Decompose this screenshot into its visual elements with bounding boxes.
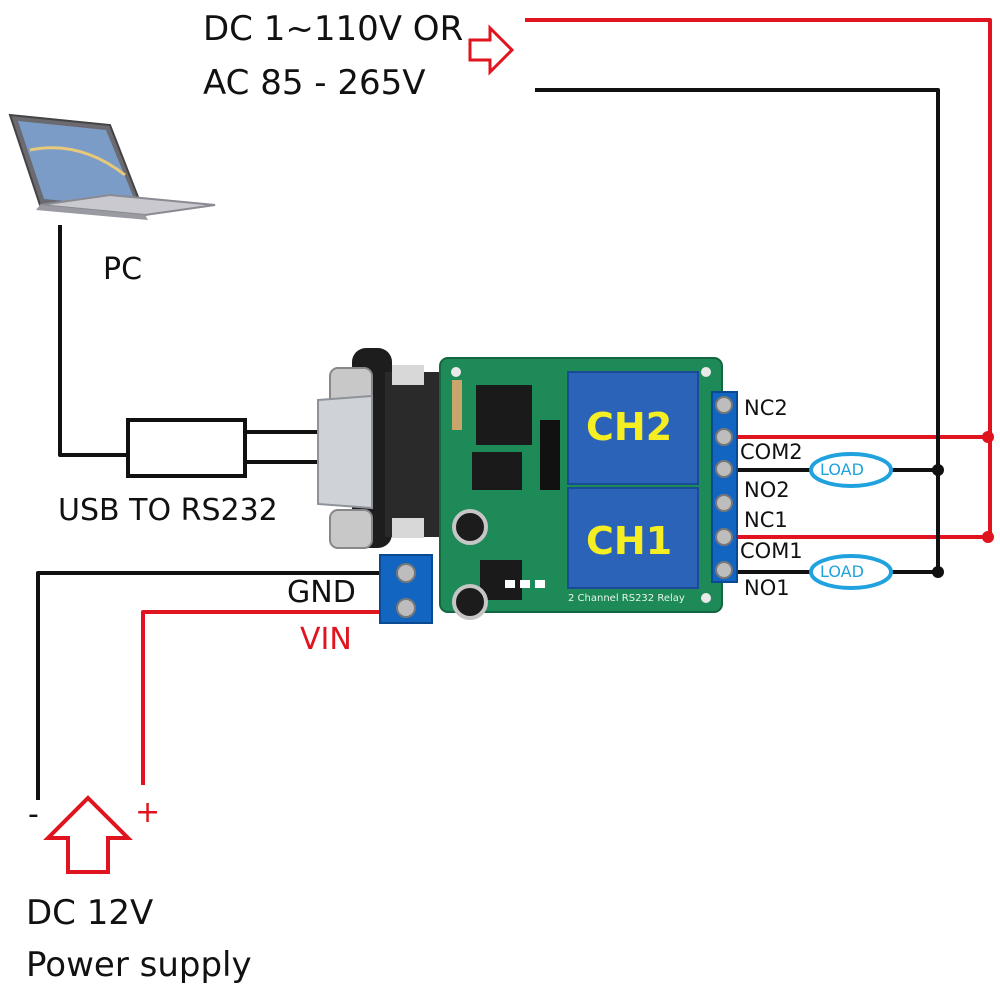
- minus-label: -: [28, 797, 39, 832]
- power-supply-line1: DC 12V: [26, 893, 154, 933]
- wire-vin: [141, 610, 385, 785]
- power-arrow-icon: [43, 795, 133, 874]
- wire-source-red: [525, 18, 992, 539]
- channel-label-ch2: CH2: [586, 405, 673, 449]
- db9-connector: [317, 348, 445, 549]
- usb-adapter-body: [126, 418, 247, 478]
- source-label-line1: DC 1~110V OR: [203, 9, 464, 49]
- source-arrow-icon: [468, 24, 515, 76]
- board-label: 2 Channel RS232 Relay: [568, 593, 685, 604]
- pc-label: PC: [103, 252, 143, 287]
- terminal-nc2: NC2: [744, 396, 788, 420]
- load-ellipse-ch1: [809, 554, 893, 590]
- terminal-com1: COM1: [740, 539, 803, 563]
- usb-adapter-label: USB TO RS232: [58, 493, 278, 528]
- wire-pc-usb: [58, 225, 128, 457]
- vin-label: VIN: [300, 622, 352, 657]
- channel-label-ch1: CH1: [586, 519, 673, 563]
- load-label-ch2: LOAD: [820, 460, 864, 479]
- load-ellipse-ch2: [809, 452, 893, 488]
- laptop-icon: [8, 113, 216, 220]
- plus-label: +: [135, 795, 161, 830]
- load-label-ch1: LOAD: [820, 562, 864, 581]
- terminal-no1: NO1: [744, 576, 790, 600]
- gnd-label: GND: [287, 575, 356, 610]
- relay-board: [379, 357, 738, 624]
- terminal-nc1: NC1: [744, 508, 788, 532]
- power-supply-line2: Power supply: [26, 945, 252, 985]
- source-label-line2: AC 85 - 265V: [203, 63, 426, 103]
- terminal-no2: NO2: [744, 478, 790, 502]
- wire-gnd: [36, 571, 385, 800]
- terminal-com2: COM2: [740, 440, 803, 464]
- wire-source-black: [535, 88, 940, 572]
